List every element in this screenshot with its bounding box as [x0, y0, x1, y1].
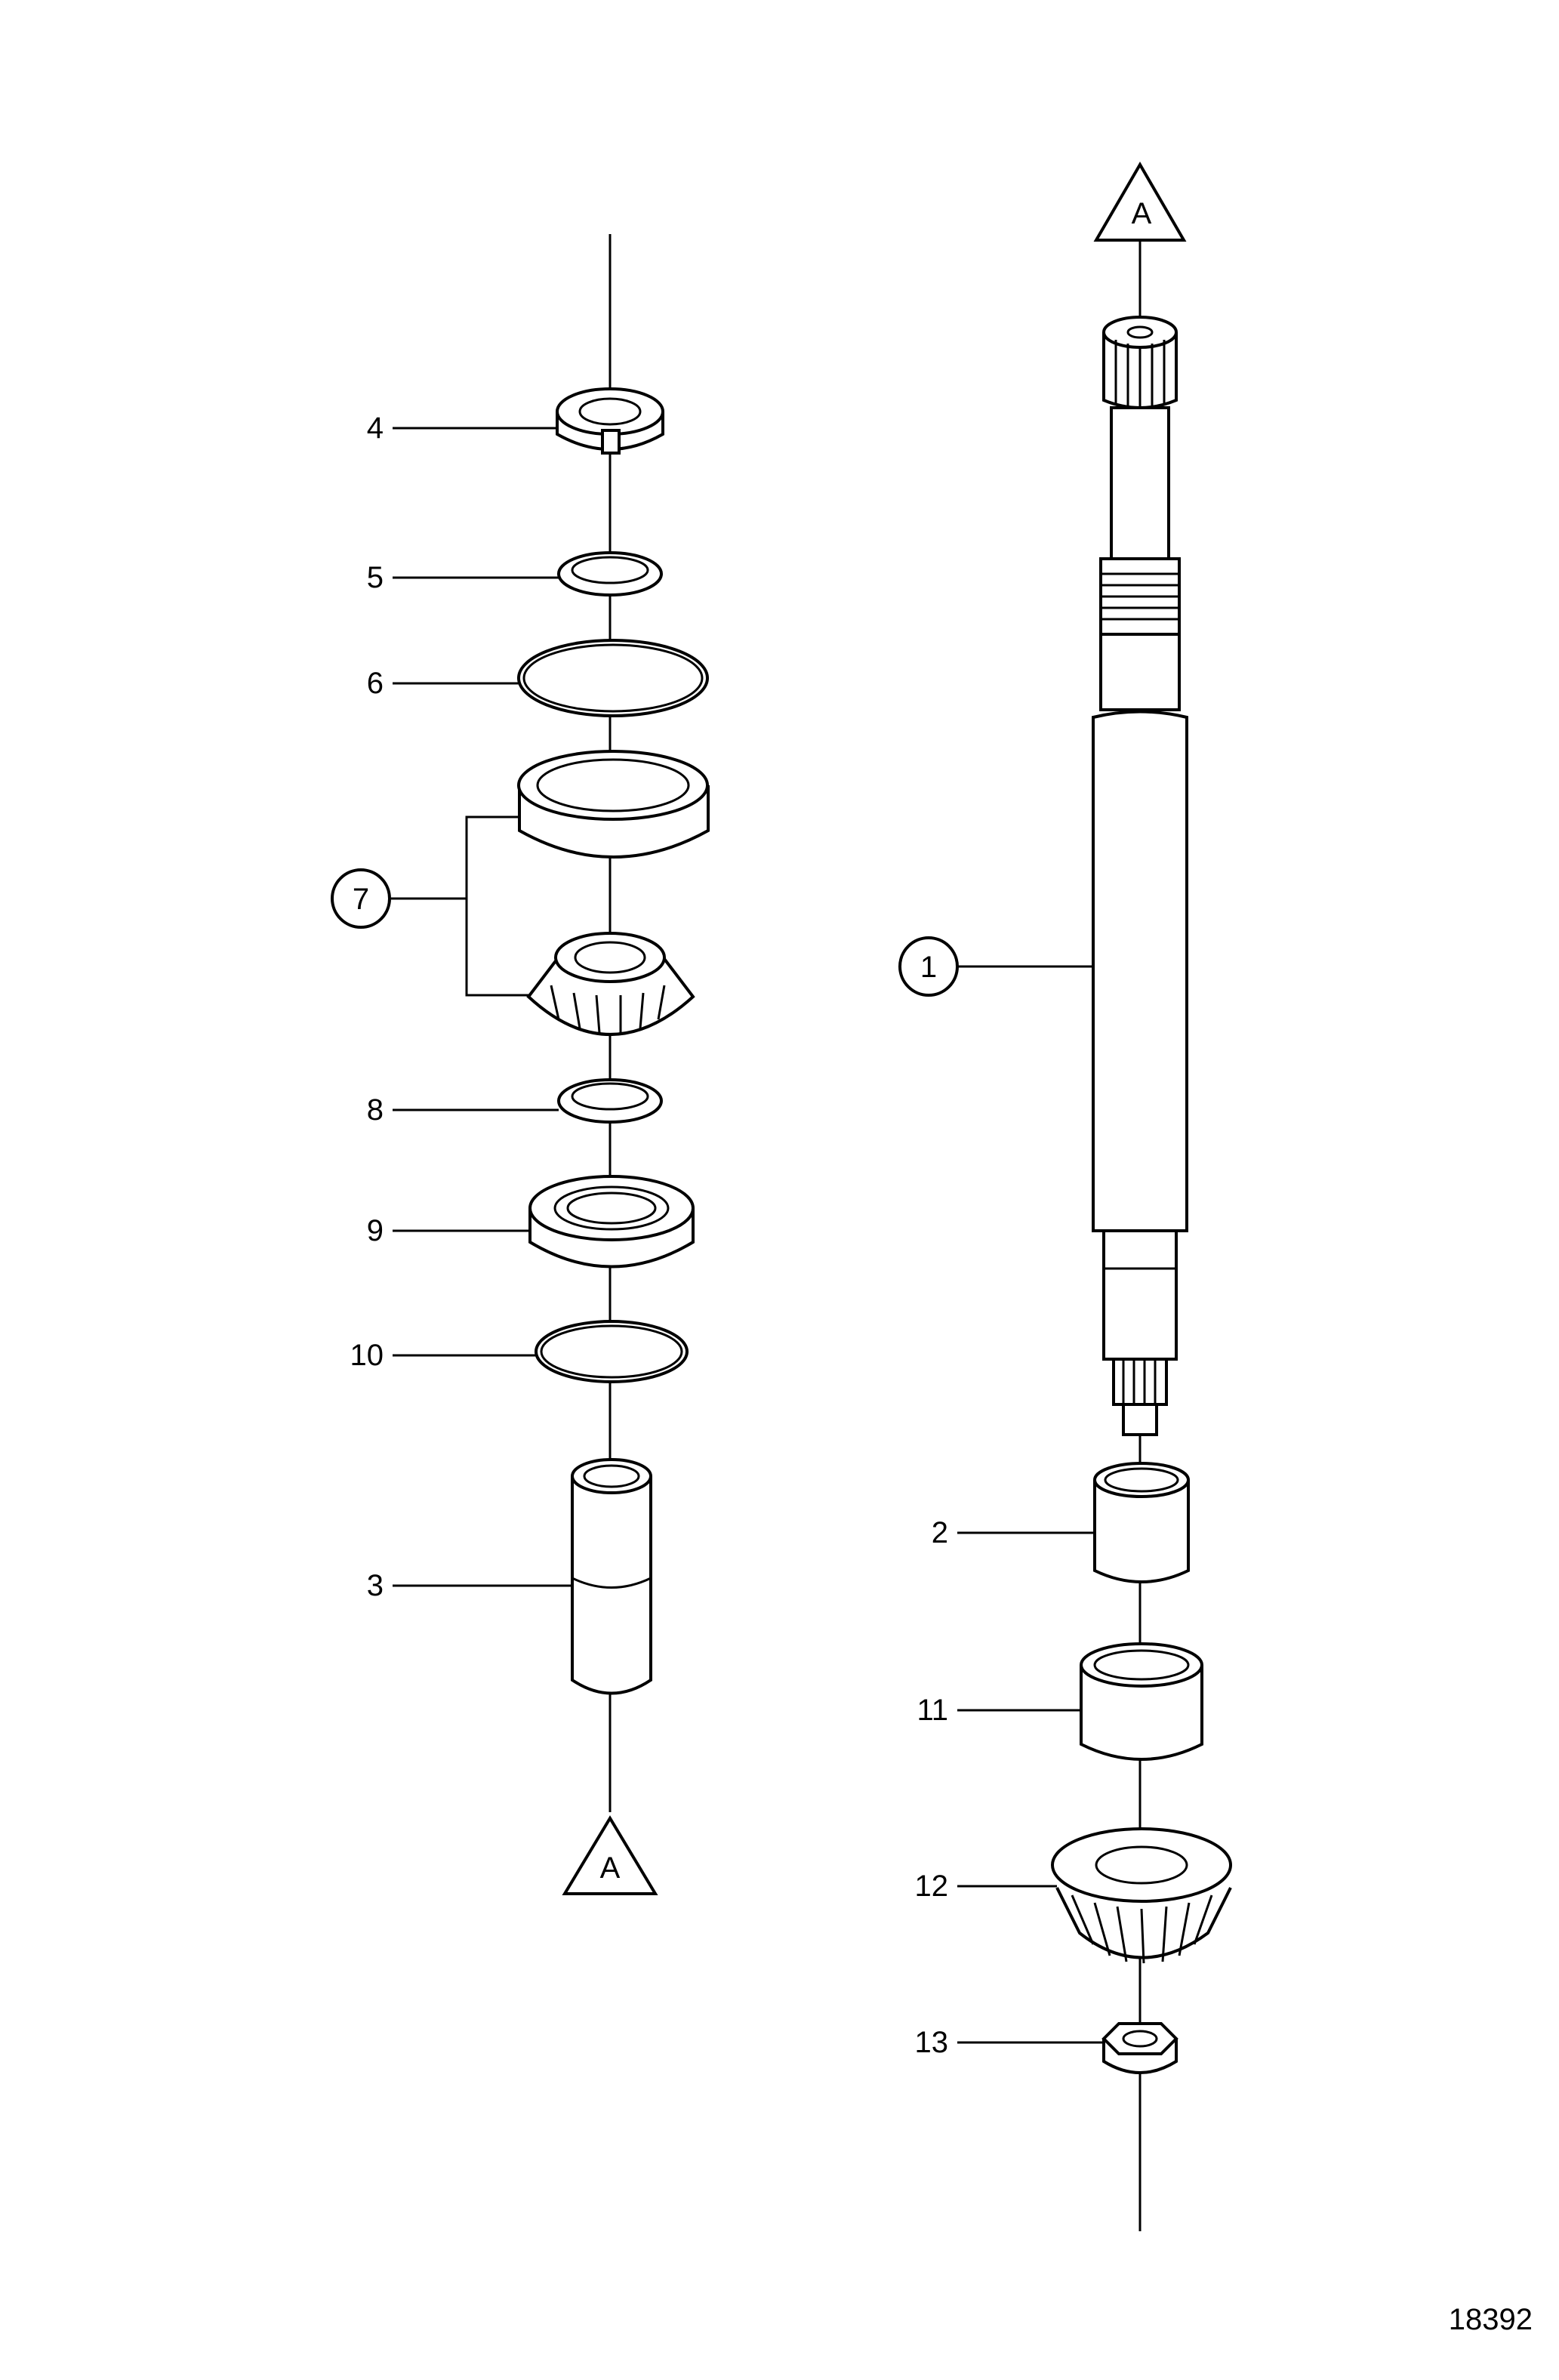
- part-7-bearing-cup: [517, 750, 710, 859]
- connector-a-right: A: [1093, 162, 1187, 242]
- connector-a-left: A: [562, 1815, 658, 1895]
- part-8-washer: [557, 1078, 663, 1124]
- callout-5: 5: [367, 561, 384, 594]
- part-1-shaft: [1092, 316, 1188, 1436]
- part-11-needle-bearing: [1080, 1642, 1203, 1761]
- callout-4: 4: [367, 412, 384, 445]
- figure-number: 18392: [1449, 2303, 1533, 2336]
- part-3-sleeve: [571, 1458, 652, 1695]
- callout-2: 2: [932, 1516, 948, 1549]
- connector-a-left-label: A: [600, 1851, 621, 1885]
- callout-7: 7: [353, 883, 369, 916]
- callout-10: 10: [350, 1339, 384, 1372]
- callout-13: 13: [915, 2026, 949, 2059]
- callout-11: 11: [917, 1694, 948, 1727]
- callout-7-circle: [331, 868, 391, 929]
- callout-1: 1: [920, 951, 937, 984]
- part-4-slotted-nut: [556, 387, 664, 455]
- part-12-bevel-gear: [1051, 1827, 1232, 1964]
- callout-12: 12: [915, 1870, 949, 1903]
- part-5-washer: [557, 551, 663, 597]
- right-assembly: A: [1051, 162, 1232, 2231]
- part-10-o-ring: [535, 1320, 689, 1383]
- callout-9: 9: [367, 1214, 384, 1247]
- part-13-hex-nut: [1101, 2022, 1178, 2074]
- callout-8: 8: [367, 1093, 384, 1127]
- connector-a-right-label: A: [1132, 197, 1152, 230]
- part-2-bushing: [1093, 1462, 1190, 1583]
- part-9-ball-bearing: [528, 1175, 695, 1269]
- left-assembly: A: [517, 234, 710, 1895]
- callout-6: 6: [367, 667, 384, 700]
- callouts: 4 5 6 7 8 9 10 3 1 2 11: [331, 412, 1104, 2059]
- part-7-bearing-cone: [526, 932, 695, 1036]
- callout-1-circle: [898, 936, 959, 997]
- callout-3: 3: [367, 1569, 384, 1602]
- callout-7-bracket: [465, 815, 528, 997]
- part-6-o-ring: [517, 639, 709, 717]
